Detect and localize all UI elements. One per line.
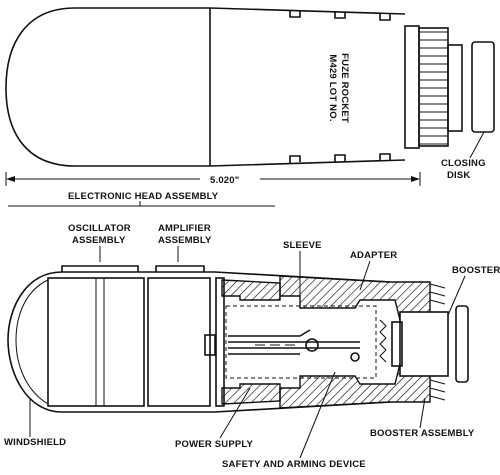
windshield-inner <box>15 279 49 405</box>
power-supply-leader <box>219 387 251 439</box>
body-text-line1: FUZE ROCKET <box>339 53 350 123</box>
closing-disk-label-line1: CLOSING <box>441 158 486 169</box>
sa-device-rails <box>228 329 360 355</box>
thread-end <box>447 44 463 132</box>
booster-assembly-leader <box>419 397 426 429</box>
amplifier-tab <box>155 265 205 272</box>
nose-cap-outline <box>5 7 210 167</box>
booster-lead <box>391 321 403 367</box>
dimension-label: 5.020" <box>210 175 239 186</box>
booster-cup <box>399 311 449 377</box>
amplifier-block <box>147 277 211 407</box>
electronic-head-bracket <box>8 201 275 207</box>
power-supply-label: POWER SUPPLY <box>175 439 254 450</box>
sleeve-label: SLEEVE <box>283 240 322 251</box>
amplifier-label-line1: AMPLIFIER <box>158 223 211 234</box>
body-notches-top <box>289 10 391 21</box>
fuze-external-view: FUZE ROCKET M429 LOT NO. CLOSING DISK 5.… <box>5 7 495 186</box>
body-notches-bottom <box>289 153 391 163</box>
adapter-hatch-top <box>279 275 431 321</box>
booster-label: BOOSTER <box>452 265 500 276</box>
adapter-ring <box>404 25 420 149</box>
sa-device-rotor <box>305 338 319 352</box>
fuze-body-outline <box>209 7 406 167</box>
connector-pin <box>204 334 216 356</box>
safety-arming-leader <box>299 371 336 459</box>
dimension-arrow-right <box>411 176 420 182</box>
adapter-label: ADAPTER <box>350 250 397 261</box>
body-text-line2: M429 LOT NO. <box>327 54 338 121</box>
closing-disk-label-line2: DISK <box>447 170 471 181</box>
sleeve-hatch-top <box>221 279 281 301</box>
oscillator-label-line1: OSCILLATOR <box>68 223 131 234</box>
oscillator-tab <box>61 265 139 272</box>
fuze-section-view: ELECTRONIC HEAD ASSEMBLY OSCILLATOR ASSE… <box>4 191 500 470</box>
dimension-arrow-left <box>6 176 15 182</box>
windshield-label: WINDSHIELD <box>4 437 66 448</box>
sleeve-outline <box>215 277 225 407</box>
electronic-head-label: ELECTRONIC HEAD ASSEMBLY <box>68 191 219 202</box>
booster-threads <box>429 283 446 401</box>
sa-device-coil <box>379 319 387 363</box>
closing-disk-leader <box>469 131 485 159</box>
thread-lines <box>419 31 448 145</box>
sa-device-detonator <box>350 352 360 362</box>
sleeve-hatch-bottom <box>221 383 281 405</box>
adapter-hatch-bottom <box>279 363 431 409</box>
oscillator-label-line2: ASSEMBLY <box>72 235 126 246</box>
sa-device-outline <box>225 305 377 379</box>
windshield-outline <box>7 271 215 413</box>
amplifier-label-line2: ASSEMBLY <box>158 235 212 246</box>
booster-assembly-label: BOOSTER ASSEMBLY <box>370 428 475 439</box>
safety-arming-label: SAFETY AND ARMING DEVICE <box>222 459 366 470</box>
booster-disk <box>455 305 469 383</box>
closing-disk <box>471 41 495 133</box>
oscillator-divider <box>95 278 105 406</box>
